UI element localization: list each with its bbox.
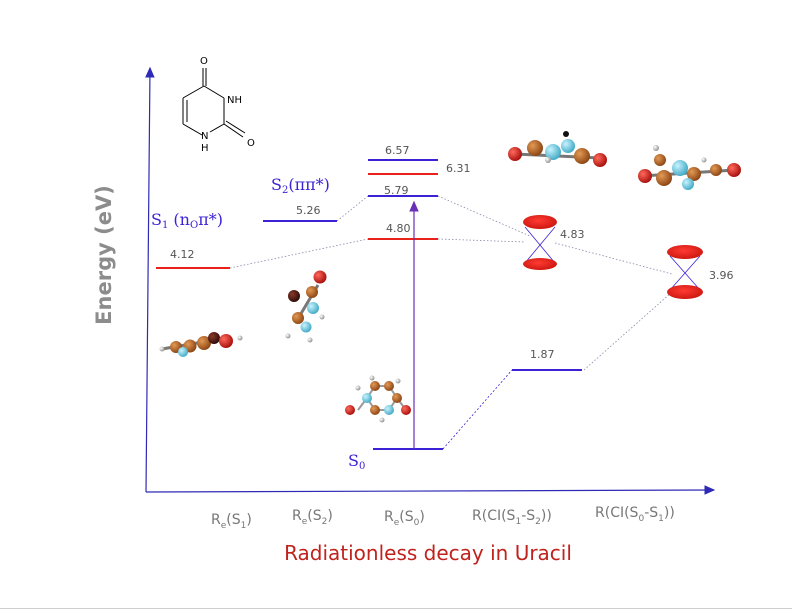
uracil-structure [182, 68, 246, 138]
label-480: 4.80 [386, 222, 411, 235]
xlabel-ci-s0-s1: R(CI(S0-S1)) [595, 505, 675, 524]
ci-label-483: 4.83 [560, 228, 585, 241]
uracil-h-bottom: H [201, 143, 209, 154]
conical-intersection-s1-s2 [523, 215, 557, 270]
molecule-res2 [285, 270, 327, 343]
conical-intersection-s0-s1 [667, 245, 703, 299]
label-526: 5.26 [296, 204, 321, 217]
xlabel-ci-s1-s2: R(CI(S1-S2)) [472, 508, 552, 527]
state-label-s0: S0 [348, 451, 365, 472]
uracil-o-top: O [200, 56, 208, 67]
uracil-o-right: O [247, 138, 255, 149]
y-axis [145, 66, 155, 493]
label-187: 1.87 [530, 348, 555, 361]
state-label-s2: S2(ππ*) [271, 175, 330, 196]
x-axis [145, 485, 716, 495]
bottom-rule [0, 608, 792, 609]
dotted-connectors [229, 195, 673, 371]
molecule-ci-s0-s1 [638, 145, 741, 190]
label-412: 4.12 [170, 248, 195, 261]
xlabel-res2: Re(S2) [292, 508, 333, 527]
diagram-title: Radiationless decay in Uracil [284, 541, 572, 565]
molecule-res0 [345, 375, 411, 423]
molecule-ci-s1-s2 [508, 131, 607, 167]
xlabel-res1: Re(S1) [211, 512, 252, 531]
label-657: 6.57 [385, 144, 410, 157]
uracil-nh-top: NH [227, 95, 242, 106]
state-label-s1: S1 (nOπ*) [151, 210, 223, 231]
xlabel-res0: Re(S0) [384, 509, 425, 528]
label-579: 5.79 [384, 184, 409, 197]
dashed-connector-s0 [442, 369, 513, 450]
ci-label-396: 3.96 [709, 269, 734, 282]
label-631: 6.31 [446, 162, 471, 175]
molecule-res1 [159, 332, 243, 357]
y-axis-label: Energy (eV) [92, 185, 116, 325]
uracil-n-bottom: N [201, 131, 208, 142]
